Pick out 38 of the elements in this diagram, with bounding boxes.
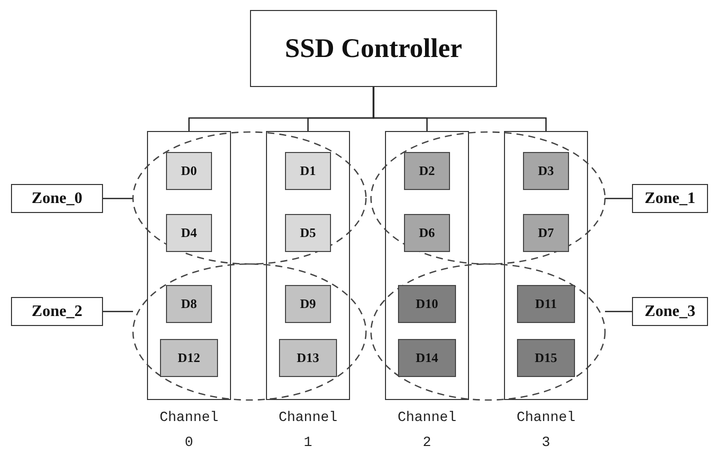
die-box: D14 xyxy=(398,339,456,377)
die-box: D3 xyxy=(523,152,569,190)
die-box: D11 xyxy=(517,285,575,323)
channel-box xyxy=(385,131,469,400)
zone-label: Zone_3 xyxy=(632,297,708,326)
leader-line xyxy=(103,198,133,200)
zone-label: Zone_0 xyxy=(11,184,103,213)
channel-box xyxy=(147,131,231,400)
die-box: D13 xyxy=(279,339,337,377)
die-box: D12 xyxy=(160,339,218,377)
die-box: D4 xyxy=(166,214,212,252)
die-box: D0 xyxy=(166,152,212,190)
channel-box xyxy=(504,131,588,400)
zone-label: Zone_2 xyxy=(11,297,103,326)
zone-ellipse xyxy=(370,131,606,265)
channel-caption: Channel 3 xyxy=(516,409,576,450)
die-box: D10 xyxy=(398,285,456,323)
leader-line xyxy=(605,310,632,312)
channel-caption: Channel 0 xyxy=(158,409,220,450)
leader-line xyxy=(605,198,632,200)
die-box: D5 xyxy=(285,214,331,252)
die-box: D15 xyxy=(517,339,575,377)
channel-caption: Channel 1 xyxy=(278,409,338,450)
die-box: D8 xyxy=(166,285,212,323)
zone-ellipse xyxy=(132,131,367,265)
channel-box xyxy=(266,131,350,400)
die-box: D9 xyxy=(285,285,331,323)
leader-line xyxy=(103,310,133,312)
die-box: D2 xyxy=(404,152,450,190)
die-box: D7 xyxy=(523,214,569,252)
channel-caption: Channel 2 xyxy=(396,409,458,450)
zone-ellipse xyxy=(132,263,367,401)
die-box: D1 xyxy=(285,152,331,190)
die-box: D6 xyxy=(404,214,450,252)
bus-line xyxy=(372,87,547,131)
controller-box: SSD Controller xyxy=(250,10,497,87)
zone-label: Zone_1 xyxy=(632,184,708,213)
zone-ellipse xyxy=(370,263,606,401)
